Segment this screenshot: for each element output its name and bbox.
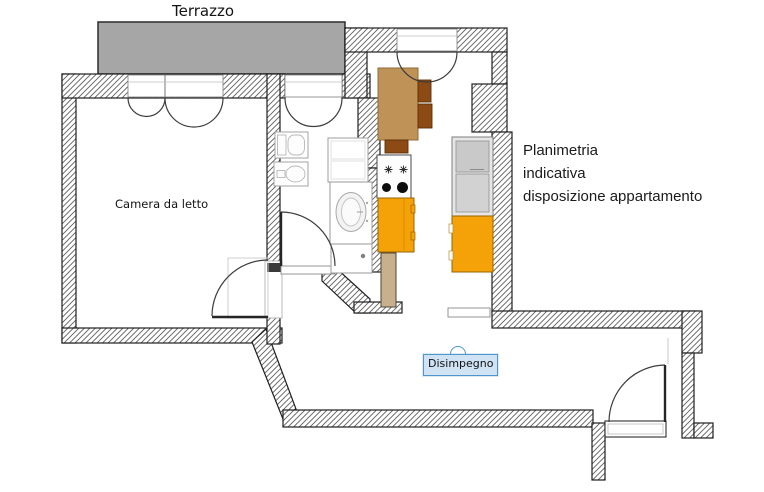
entry-threshold-inner xyxy=(607,423,664,435)
window-casement-arc-icon xyxy=(193,97,224,128)
chair-icon xyxy=(417,103,433,129)
wall-hall-bottom xyxy=(282,409,594,428)
door-swing-arc-icon xyxy=(211,259,269,317)
window-casement-arc-icon xyxy=(146,97,166,118)
wall-bath-foot xyxy=(353,301,403,314)
terrace-slab xyxy=(97,21,346,75)
tall-cabinet-icon xyxy=(448,215,494,273)
plan-note-line: Planimetria xyxy=(523,142,599,159)
window-casement-arc-icon xyxy=(164,97,195,128)
gas-star-icon xyxy=(399,165,408,174)
window-casement-arc-icon xyxy=(396,51,428,83)
hallway-label: Disimpegno xyxy=(428,357,494,370)
plan-note: Planimetria indicativa disposizione appa… xyxy=(523,139,702,208)
bedroom-label: Camera da letto xyxy=(115,197,209,211)
wall-hall-right-1 xyxy=(681,310,703,354)
wall-diagonal xyxy=(251,327,297,420)
bathroom-fixtures xyxy=(273,131,373,274)
kitchen-fixtures xyxy=(376,67,494,308)
kitchen-window xyxy=(396,28,458,52)
kitchen-cabinet-icon xyxy=(377,197,416,253)
sink-cabinet-icon xyxy=(327,137,369,183)
floor-mat-icon xyxy=(380,252,397,308)
stove-burner-icon xyxy=(397,182,408,193)
wall-hall-right-2 xyxy=(681,352,695,439)
entry-threshold xyxy=(604,420,667,438)
window-casement-arc-icon xyxy=(127,97,147,118)
bidet-icon xyxy=(273,161,309,187)
plan-note-line: disposizione appartamento xyxy=(523,188,703,205)
chair-icon xyxy=(384,139,409,154)
openings xyxy=(127,28,667,438)
bedroom-door-opening xyxy=(264,260,283,319)
wall-kitchen-right-1 xyxy=(491,51,508,85)
entry-door xyxy=(608,338,669,423)
stove-icon xyxy=(376,154,412,199)
wall-entry-stub xyxy=(591,422,606,481)
dining-table-icon xyxy=(377,67,433,154)
chair-icon xyxy=(417,79,432,103)
stove-burner-icon xyxy=(382,183,391,192)
door-swings xyxy=(127,51,669,423)
plan-note-line: indicativa xyxy=(523,165,586,182)
wall-bedroom-bottom xyxy=(61,327,283,344)
door-swing-arc-icon xyxy=(280,211,336,267)
wall-hall-top xyxy=(491,310,698,329)
washing-machine-icon xyxy=(329,181,373,245)
terrace xyxy=(97,21,346,75)
wall-bedroom-left xyxy=(61,73,77,344)
bathroom-door xyxy=(279,211,336,267)
door-swing-arc-icon xyxy=(608,364,666,423)
terrace-label: Terrazzo xyxy=(172,2,235,20)
hallway-label-selection[interactable]: Disimpegno xyxy=(423,346,499,376)
bedroom-door xyxy=(211,257,269,319)
bedroom-french-window xyxy=(127,74,224,98)
fridge-icon xyxy=(451,136,494,217)
wall-hall-right-foot xyxy=(693,422,714,439)
rotate-handle-icon[interactable] xyxy=(450,346,466,355)
window-casement-arc-icon xyxy=(426,51,458,83)
window-casement-arc-icon xyxy=(284,97,314,128)
wall-kitchen-right-3 xyxy=(491,131,513,313)
window-casement-arc-icon xyxy=(313,97,343,128)
kitchen-hall-sill xyxy=(447,307,491,318)
wall-kitchen-right-2 xyxy=(471,83,508,133)
wall-end-cap xyxy=(267,263,281,272)
laundry-unit-icon xyxy=(330,243,373,274)
bathroom-window xyxy=(284,74,343,98)
toilet-icon xyxy=(274,131,309,159)
gas-star-icon xyxy=(384,165,393,174)
bathroom-door-sill xyxy=(280,265,336,275)
